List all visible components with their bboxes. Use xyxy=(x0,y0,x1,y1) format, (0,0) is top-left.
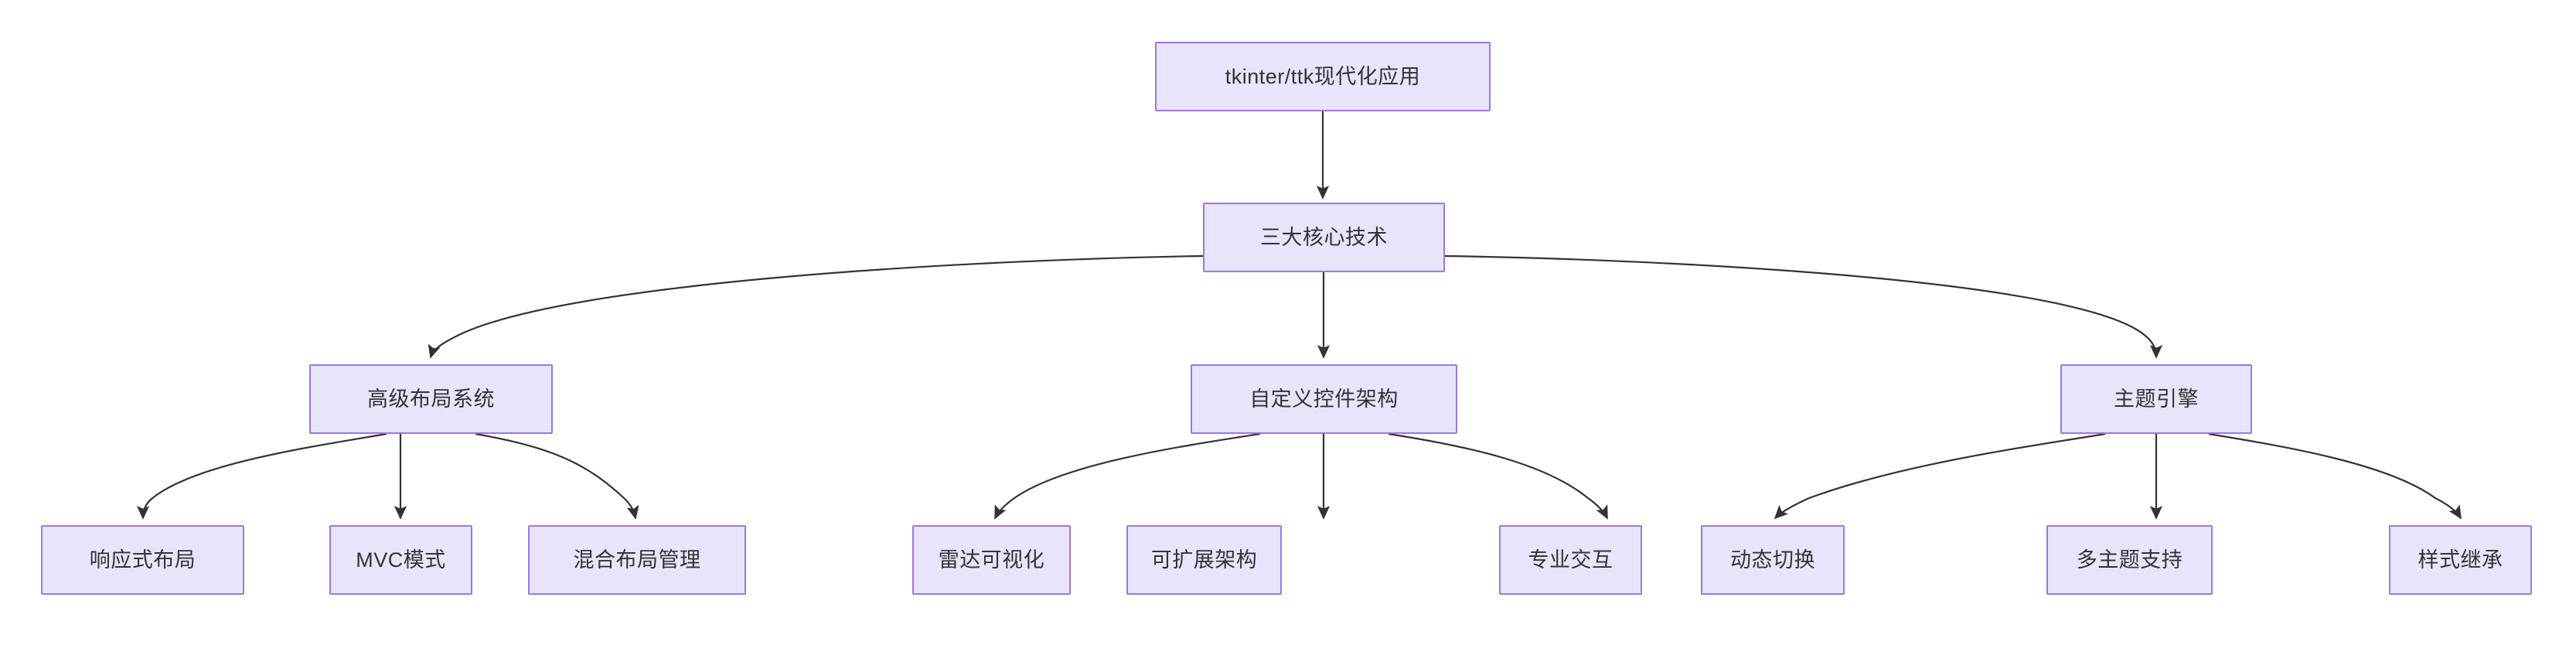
edge-paths xyxy=(136,111,2462,520)
node-layout[interactable]: 高级布局系统 xyxy=(309,364,553,434)
node-theme[interactable]: 主题引擎 xyxy=(2060,364,2252,434)
node-label: 主题引擎 xyxy=(2114,387,2199,411)
node-label: 样式继承 xyxy=(2418,548,2503,572)
node-label: 雷达可视化 xyxy=(938,548,1045,572)
node-resp[interactable]: 响应式布局 xyxy=(41,525,244,595)
node-extend[interactable]: 可扩展架构 xyxy=(1126,525,1282,595)
node-label: 专业交互 xyxy=(1528,548,1613,572)
node-inherit[interactable]: 样式继承 xyxy=(2389,525,2532,595)
node-interact[interactable]: 专业交互 xyxy=(1499,525,1642,595)
node-multi[interactable]: 多主题支持 xyxy=(2046,525,2213,595)
edge-widget-to-interact xyxy=(1388,432,1608,520)
edge-layout-to-mixed xyxy=(475,432,639,520)
node-radar[interactable]: 雷达可视化 xyxy=(912,525,1071,595)
edge-layout-to-resp xyxy=(136,432,387,520)
node-label: 多主题支持 xyxy=(2076,548,2183,572)
node-label: 混合布局管理 xyxy=(573,548,701,572)
edge-theme-to-switch xyxy=(1774,432,2106,520)
node-label: 动态切换 xyxy=(1730,548,1815,572)
node-label: 响应式布局 xyxy=(89,548,196,572)
node-label: tkinter/ttk现代化应用 xyxy=(1225,64,1421,88)
node-switch[interactable]: 动态切换 xyxy=(1701,525,1845,595)
node-label: 高级布局系统 xyxy=(367,387,495,411)
edge-core-to-layout xyxy=(428,254,1204,359)
node-label: 三大核心技术 xyxy=(1260,225,1388,249)
node-core[interactable]: 三大核心技术 xyxy=(1203,203,1445,272)
node-widget[interactable]: 自定义控件架构 xyxy=(1191,364,1457,434)
node-label: 可扩展架构 xyxy=(1150,548,1258,572)
node-label: 自定义控件架构 xyxy=(1249,387,1399,411)
node-root[interactable]: tkinter/ttk现代化应用 xyxy=(1155,42,1491,111)
edge-core-to-theme xyxy=(1444,254,2163,359)
edge-widget-to-radar xyxy=(994,432,1261,520)
edge-theme-to-inherit xyxy=(2208,432,2462,520)
node-mvc[interactable]: MVC模式 xyxy=(329,525,472,595)
node-mixed[interactable]: 混合布局管理 xyxy=(528,525,746,595)
node-label: MVC模式 xyxy=(356,548,446,572)
